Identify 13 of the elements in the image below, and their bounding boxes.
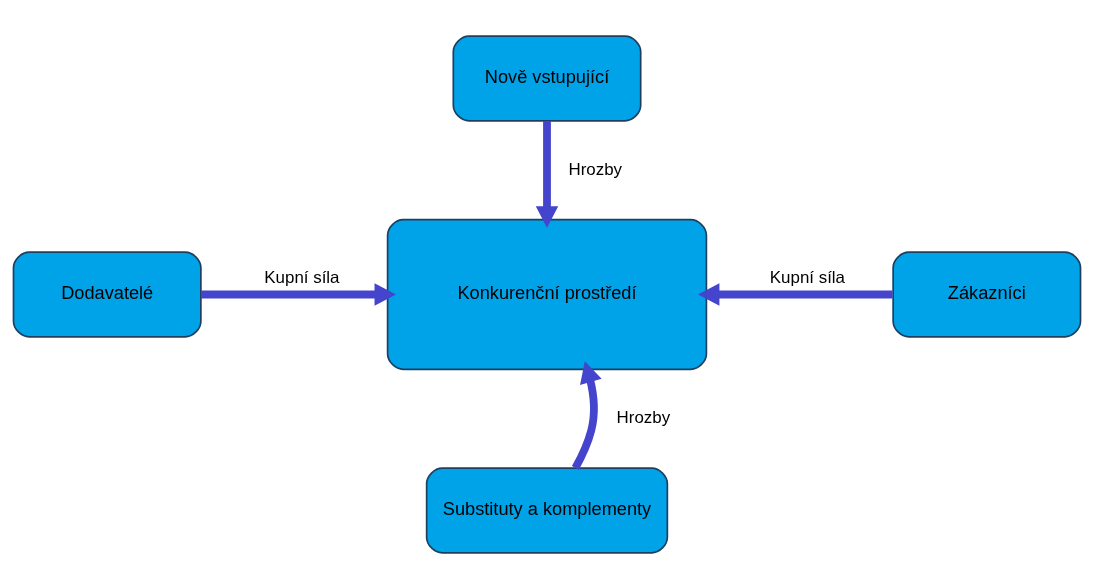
node-box: Dodavatelé	[12, 250, 202, 338]
edge-label: Kupní síla	[264, 267, 340, 287]
edge-label: Hrozby	[568, 159, 623, 179]
node-box: Substituty a komplementy	[425, 466, 669, 554]
node-box: Zákazníci	[892, 250, 1082, 338]
edge-label: Kupní síla	[769, 267, 846, 287]
arrow	[571, 360, 602, 470]
arrow	[201, 282, 396, 306]
arrow	[698, 282, 893, 306]
arrow	[535, 120, 559, 228]
node-box: Konkurenční prostředí	[386, 218, 708, 370]
node-box: Nově vstupující	[452, 34, 642, 122]
edge-label: Hrozby	[616, 407, 671, 427]
